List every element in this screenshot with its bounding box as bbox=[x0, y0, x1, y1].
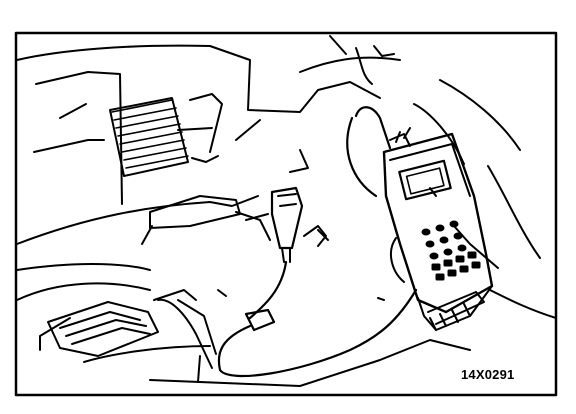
accelerator-pedal bbox=[157, 298, 217, 369]
test-lead-cable bbox=[217, 106, 418, 378]
diagnostic-connector bbox=[270, 186, 329, 263]
steering-column bbox=[141, 195, 271, 245]
scan-tool-keypad bbox=[421, 220, 481, 281]
vent-grille bbox=[109, 97, 189, 177]
figure-code: 14X0291 bbox=[461, 367, 515, 382]
dashboard-panel bbox=[16, 35, 557, 387]
handheld-scan-tool bbox=[382, 127, 494, 331]
brake-pedal bbox=[47, 289, 197, 357]
figure-frame bbox=[14, 31, 558, 397]
